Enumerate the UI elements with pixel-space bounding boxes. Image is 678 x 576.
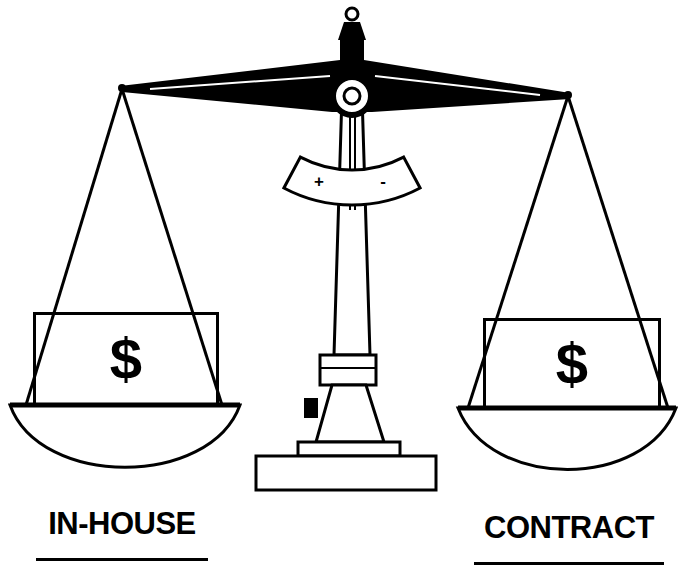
beam-detail	[375, 76, 540, 95]
right-pan-dish	[458, 408, 676, 470]
money-box: $	[483, 318, 661, 410]
column-foot	[316, 385, 384, 442]
column-collar	[320, 355, 376, 385]
scale-column	[334, 95, 370, 355]
currency-symbol: $	[556, 335, 588, 393]
beam-hook	[118, 84, 126, 92]
pan-label: IN-HOUSE	[36, 506, 208, 561]
base-plate	[256, 456, 436, 490]
pivot-ring	[333, 77, 371, 115]
gauge-sign: +	[309, 173, 329, 191]
currency-symbol: $	[110, 330, 142, 388]
gauge-sign: -	[373, 173, 393, 191]
gauge-dial	[284, 157, 420, 205]
adjust-knob	[304, 398, 318, 418]
pan-strings	[26, 89, 668, 408]
hanger-loop	[346, 8, 358, 20]
collar-detail	[320, 367, 376, 369]
beam-hook	[564, 91, 572, 99]
base-step	[298, 442, 400, 456]
hanger-block	[340, 40, 364, 62]
left-pan-dish	[10, 405, 240, 467]
money-box: $	[33, 312, 219, 406]
pivot-ring	[344, 88, 360, 104]
string	[26, 89, 122, 405]
hanger-block	[338, 22, 366, 40]
pan-label: CONTRACT	[474, 510, 664, 565]
beam-detail	[150, 76, 330, 89]
